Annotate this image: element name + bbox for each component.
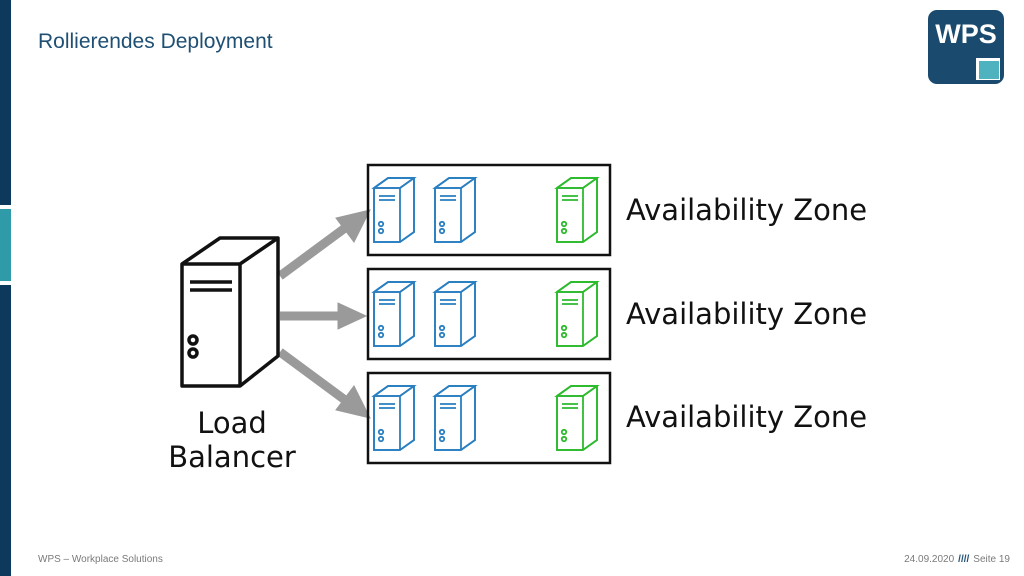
arrow-to-zone-3 bbox=[277, 348, 371, 419]
server-icon bbox=[556, 177, 598, 243]
logo-text: WPS bbox=[935, 19, 997, 49]
zone-label-3: Availability Zone bbox=[626, 400, 868, 434]
server-icon bbox=[434, 281, 476, 347]
zone-box-2 bbox=[366, 267, 612, 361]
wps-logo: WPS bbox=[928, 10, 1004, 84]
server-icon bbox=[373, 177, 415, 243]
footer-separator: //// bbox=[958, 554, 970, 565]
load-balancer-label-line2: Balancer bbox=[168, 440, 296, 474]
server-icon bbox=[373, 385, 415, 451]
left-bar-gap bbox=[0, 281, 11, 285]
zone-box-1 bbox=[366, 163, 612, 257]
zone-box-3 bbox=[366, 371, 612, 465]
zone-label-2: Availability Zone bbox=[626, 297, 868, 331]
footer-page-number: Seite 19 bbox=[973, 554, 1010, 565]
footer-company: WPS – Workplace Solutions bbox=[38, 554, 163, 565]
load-balancer-label-line1: Load bbox=[197, 406, 267, 440]
load-balancer-label: Load Balancer bbox=[152, 406, 312, 474]
footer-meta: 24.09.2020////Seite 19 bbox=[904, 554, 1010, 565]
left-bar-gap bbox=[0, 205, 11, 209]
left-bar-accent bbox=[0, 209, 11, 281]
server-icon bbox=[373, 281, 415, 347]
arrow-to-zone-2 bbox=[280, 302, 368, 330]
zone-label-1: Availability Zone bbox=[626, 193, 868, 227]
footer-date: 24.09.2020 bbox=[904, 554, 955, 565]
load-balancer-server-icon bbox=[180, 236, 280, 388]
server-icon bbox=[556, 385, 598, 451]
slide-title: Rollierendes Deployment bbox=[38, 30, 273, 53]
arrow-to-zone-1 bbox=[277, 209, 371, 280]
server-icon bbox=[434, 385, 476, 451]
server-icon bbox=[556, 281, 598, 347]
server-icon bbox=[434, 177, 476, 243]
left-brand-bar bbox=[0, 0, 11, 576]
